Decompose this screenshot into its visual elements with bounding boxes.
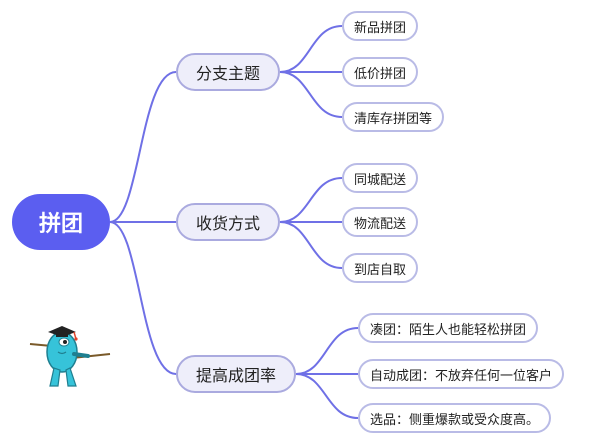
link-root-branch-3	[109, 221, 177, 375]
leaf-node-3-3[interactable]: 选品：侧重爆款或受众度高。	[358, 403, 552, 433]
link-b2-leaf-3	[279, 221, 343, 269]
leaf-node-3-2-label: 自动成团：不放弃任何一位客户	[370, 368, 553, 384]
mascot-with-mortarboard-icon	[29, 326, 111, 387]
leaf-node-2-3[interactable]: 到店自取	[342, 253, 419, 283]
leaf-node-1-1[interactable]: 新品拼团	[342, 11, 419, 41]
branch-node-1-label: 分支主题	[195, 64, 260, 83]
leaf-node-3-3-label: 选品：侧重爆款或受众度高。	[370, 412, 540, 428]
leaf-node-1-3-label: 清库存拼团等	[354, 111, 433, 127]
leaf-node-1-1-label: 新品拼团	[354, 20, 407, 36]
leaf-node-2-1[interactable]: 同城配送	[342, 163, 419, 193]
leaf-node-3-2[interactable]: 自动成团：不放弃任何一位客户	[358, 359, 565, 389]
leaf-node-2-2[interactable]: 物流配送	[342, 207, 419, 237]
leaf-node-2-1-label: 同城配送	[354, 172, 407, 188]
link-root-branch-1	[109, 71, 177, 223]
link-b1-leaf-1	[279, 25, 343, 73]
leaf-node-3-1[interactable]: 凑团：陌生人也能轻松拼团	[358, 313, 539, 343]
leaf-node-3-1-label: 凑团：陌生人也能轻松拼团	[370, 322, 527, 338]
link-b3-leaf-1	[295, 327, 359, 375]
leaf-node-1-2-label: 低价拼团	[354, 66, 407, 82]
root-node[interactable]: 拼团	[12, 194, 110, 250]
leaf-node-2-3-label: 到店自取	[354, 262, 407, 278]
branch-node-2[interactable]: 收货方式	[176, 203, 280, 241]
link-b1-leaf-3	[279, 71, 343, 118]
root-node-label: 拼团	[38, 212, 83, 237]
branch-node-3-label: 提高成团率	[195, 366, 276, 385]
branch-node-2-label: 收货方式	[195, 214, 260, 233]
leaf-node-2-2-label: 物流配送	[354, 216, 407, 232]
link-b3-leaf-3	[295, 373, 359, 419]
leaf-node-1-2[interactable]: 低价拼团	[342, 57, 419, 87]
leaf-node-1-3[interactable]: 清库存拼团等	[342, 102, 445, 132]
branch-node-3[interactable]: 提高成团率	[176, 355, 296, 393]
branch-node-1[interactable]: 分支主题	[176, 53, 280, 91]
link-b2-leaf-1	[279, 177, 343, 223]
